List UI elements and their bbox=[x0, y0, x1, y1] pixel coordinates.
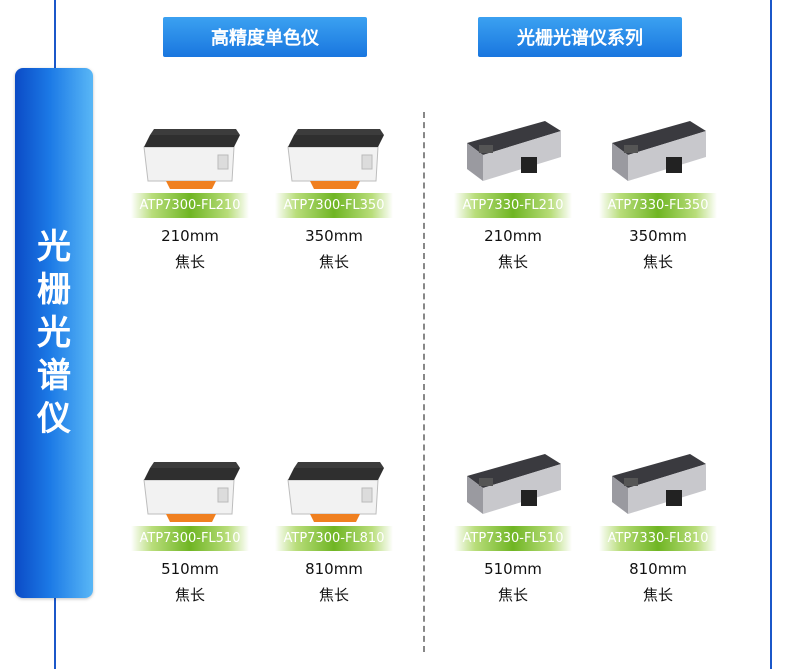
focal-length: 810mm bbox=[305, 560, 363, 578]
spectrometer-icon bbox=[612, 121, 706, 181]
product-card[interactable]: ATP7300-FL510 510mm 焦长 bbox=[115, 448, 265, 605]
focal-length-unit: 焦长 bbox=[174, 586, 205, 604]
focal-length-unit: 焦长 bbox=[642, 253, 673, 271]
model-label: ATP7330-FL350 bbox=[599, 193, 717, 218]
header-monochromator: 高精度单色仪 bbox=[163, 17, 367, 57]
spectrometer-icon bbox=[467, 121, 561, 181]
side-category-bar: 光栅光谱仪 bbox=[15, 68, 93, 598]
model-label: ATP7330-FL210 bbox=[454, 193, 572, 218]
focal-length: 510mm bbox=[484, 560, 542, 578]
focal-length-unit: 焦长 bbox=[497, 253, 528, 271]
model-label: ATP7300-FL510 bbox=[131, 526, 249, 551]
frame-line-right bbox=[770, 0, 772, 669]
spectrometer-icon bbox=[612, 454, 706, 514]
monochromator-icon bbox=[287, 129, 384, 189]
model-label: ATP7330-FL510 bbox=[454, 526, 572, 551]
product-card[interactable]: ATP7330-FL210 210mm 焦长 bbox=[438, 115, 588, 272]
side-title: 光栅光谱仪 bbox=[37, 226, 71, 439]
focal-length: 350mm bbox=[305, 227, 363, 245]
focal-length-unit: 焦长 bbox=[174, 253, 205, 271]
focal-length: 350mm bbox=[629, 227, 687, 245]
focal-length-unit: 焦长 bbox=[318, 253, 349, 271]
monochromator-icon bbox=[287, 462, 384, 522]
focal-length-unit: 焦长 bbox=[642, 586, 673, 604]
product-card[interactable]: ATP7330-FL810 810mm 焦长 bbox=[583, 448, 733, 605]
product-card[interactable]: ATP7330-FL510 510mm 焦长 bbox=[438, 448, 588, 605]
focal-length: 810mm bbox=[629, 560, 687, 578]
model-label: ATP7300-FL210 bbox=[131, 193, 249, 218]
section-divider bbox=[423, 112, 425, 652]
focal-length: 210mm bbox=[161, 227, 219, 245]
monochromator-icon bbox=[143, 462, 240, 522]
model-label: ATP7330-FL810 bbox=[599, 526, 717, 551]
monochromator-icon bbox=[143, 129, 240, 189]
product-card[interactable]: ATP7330-FL350 350mm 焦长 bbox=[583, 115, 733, 272]
model-label: ATP7300-FL350 bbox=[275, 193, 393, 218]
focal-length: 510mm bbox=[161, 560, 219, 578]
focal-length-unit: 焦长 bbox=[318, 586, 349, 604]
product-card[interactable]: ATP7300-FL810 810mm 焦长 bbox=[259, 448, 409, 605]
header-spectrometer-series: 光栅光谱仪系列 bbox=[478, 17, 682, 57]
focal-length: 210mm bbox=[484, 227, 542, 245]
focal-length-unit: 焦长 bbox=[497, 586, 528, 604]
product-card[interactable]: ATP7300-FL210 210mm 焦长 bbox=[115, 115, 265, 272]
model-label: ATP7300-FL810 bbox=[275, 526, 393, 551]
product-card[interactable]: ATP7300-FL350 350mm 焦长 bbox=[259, 115, 409, 272]
spectrometer-icon bbox=[467, 454, 561, 514]
